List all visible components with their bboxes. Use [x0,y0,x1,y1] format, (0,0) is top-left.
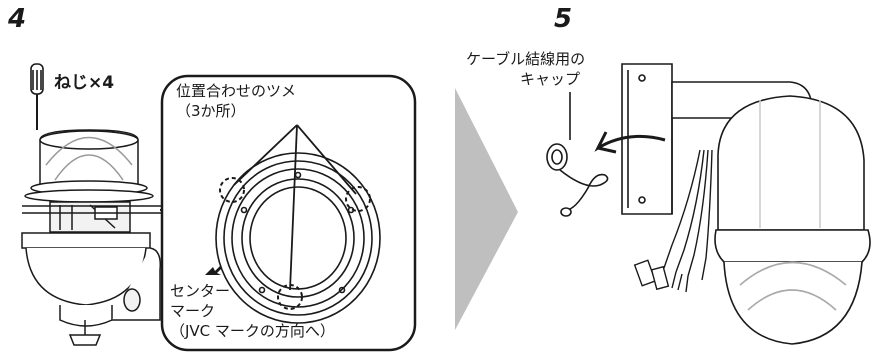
screwdriver-icon [30,63,44,130]
alignment-tabs-count: （3か所） [176,102,246,120]
tab-leader-lines [233,124,357,291]
cables [633,149,713,293]
camera-exploded-view [21,129,170,346]
dome-camera [714,95,871,345]
removal-arrow [594,131,666,154]
cable-cap-label-2: キャップ [520,70,581,88]
callout-box [160,74,417,352]
center-mark-label-3: （JVC マークの方向へ） [170,322,335,340]
step-4-number: 4 [8,4,27,34]
center-mark-label-1: センター [170,282,231,300]
step-5-number: 5 [554,4,573,34]
center-mark-label-2: マーク [170,302,216,320]
next-step-arrow [455,88,518,330]
alignment-tabs-label: 位置合わせのツメ [176,82,297,100]
cable-cap [546,92,609,217]
screw-count-label: ねじ×4 [54,73,115,93]
center-mark-arrow [205,266,222,275]
cable-cap-label-1: ケーブル結線用の [466,50,586,68]
